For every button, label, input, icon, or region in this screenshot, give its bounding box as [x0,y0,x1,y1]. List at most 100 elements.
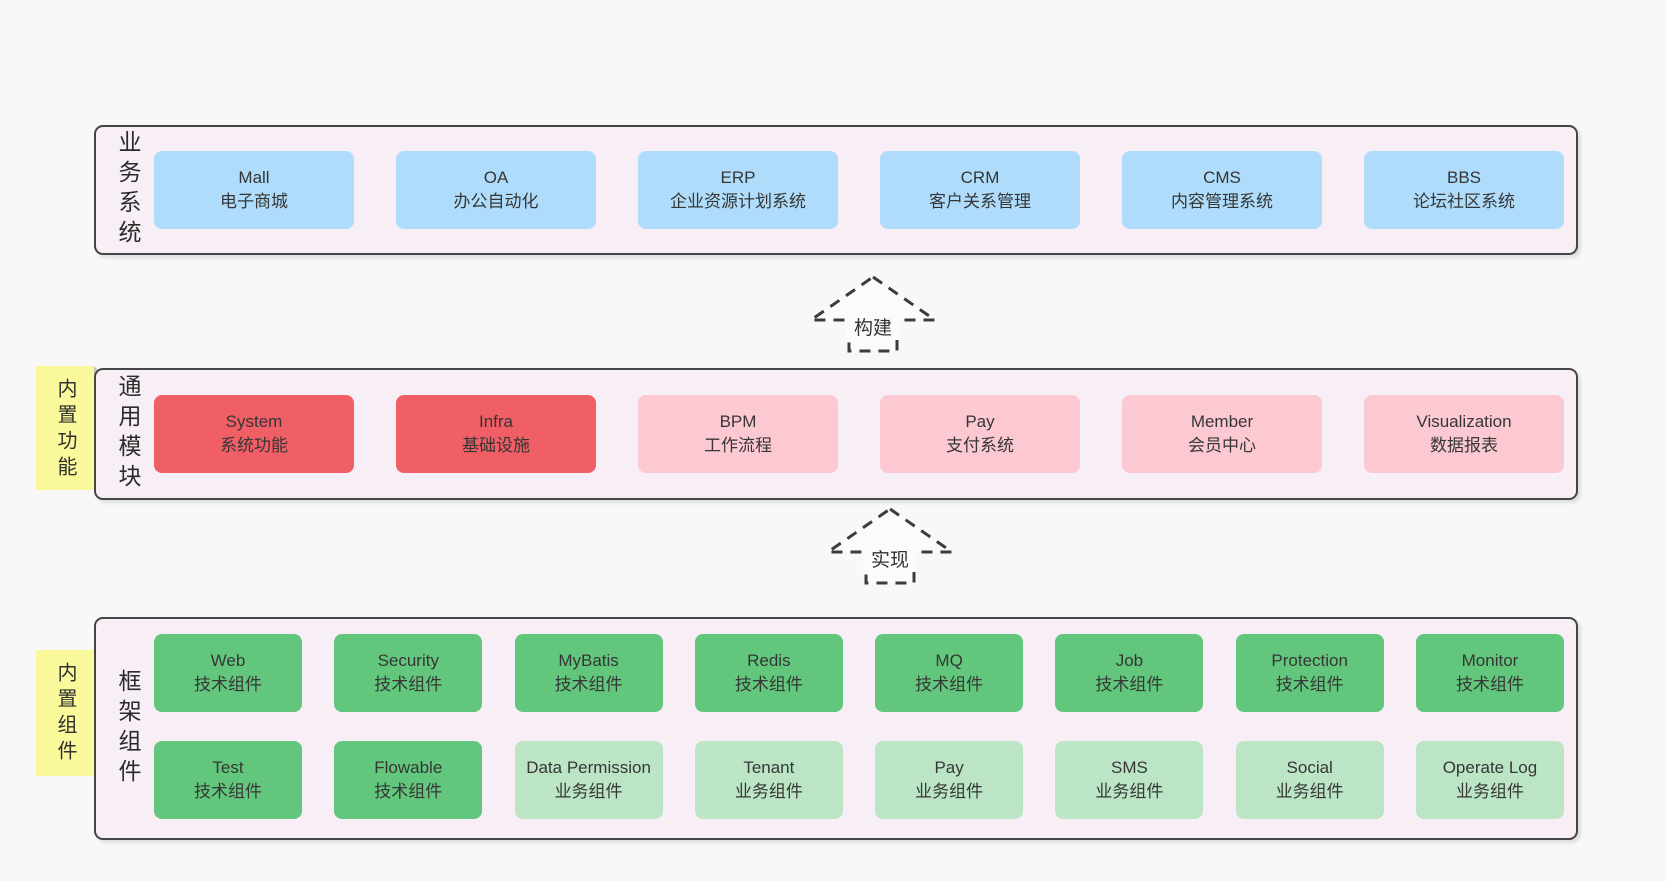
box-mall: Mall 电子商城 [154,151,354,229]
box-subtitle: 业务组件 [734,782,803,801]
box-title: Protection [1271,650,1348,670]
box-title: Social [1286,757,1333,777]
box-social: Social 业务组件 [1235,741,1384,819]
box-subtitle: 技术组件 [1275,675,1344,694]
box-subtitle: 数据报表 [1430,436,1498,455]
box-web: Web 技术组件 [154,634,302,712]
box-title: CMS [1203,167,1241,187]
box-sms: SMS 业务组件 [1055,741,1204,819]
box-redis: Redis 技术组件 [694,634,843,712]
box-title: OA [483,167,509,187]
box-subtitle: 基础设施 [462,436,530,455]
box-title: Mall [238,167,270,187]
box-bbs: BBS 论坛社区系统 [1364,151,1564,229]
box-subtitle: 技术组件 [734,675,803,694]
box-data-permission: Data Permission 业务组件 [514,741,663,819]
layer-framework-components: 框架组件 Web 技术组件 Security 技术组件 MyBatis 技术组件… [94,617,1578,840]
box-subtitle: 技术组件 [915,675,984,694]
box-subtitle: 电子商城 [220,192,288,211]
box-subtitle: 技术组件 [374,675,443,694]
box-title: Test [212,757,244,777]
box-title: Pay [965,411,995,431]
box-subtitle: 业务组件 [554,782,623,801]
box-subtitle: 业务组件 [915,782,984,801]
box-subtitle: 系统功能 [220,436,288,455]
box-title: MyBatis [558,650,619,670]
box-subtitle: 工作流程 [704,436,772,455]
box-flowable: Flowable 技术组件 [334,741,483,819]
box-title: Web [210,650,246,670]
box-oa: OA 办公自动化 [396,151,596,229]
business-systems-row: Mall 电子商城 OA 办公自动化 ERP 企业资源计划系统 CRM 客户关系… [154,127,1564,253]
box-tenant: Tenant 业务组件 [694,741,843,819]
box-test: Test 技术组件 [154,741,302,819]
box-title: Member [1190,411,1254,431]
box-subtitle: 论坛社区系统 [1413,192,1515,211]
box-bpm: BPM 工作流程 [638,395,838,473]
box-subtitle: 技术组件 [374,782,443,801]
box-title: Infra [478,411,514,431]
box-title: Flowable [374,757,443,777]
box-title: BPM [719,411,757,431]
box-subtitle: 客户关系管理 [929,192,1031,211]
box-subtitle: 技术组件 [1455,675,1524,694]
framework-components-row-2: Test 技术组件 Flowable 技术组件 Data Permission … [154,741,1564,819]
box-cms: CMS 内容管理系统 [1122,151,1322,229]
box-monitor: Monitor 技术组件 [1415,634,1564,712]
layer-business-systems: 业务系统 Mall 电子商城 OA 办公自动化 ERP 企业资源计划系统 CRM… [94,125,1578,255]
box-title: Visualization [1416,411,1512,431]
implement-arrow-up-icon: 实现 [825,507,955,585]
box-subtitle: 办公自动化 [453,192,539,211]
box-title: Tenant [743,757,795,777]
box-pay-business: Pay 业务组件 [875,741,1024,819]
box-subtitle: 技术组件 [194,675,262,694]
box-title: Data Permission [526,757,651,777]
box-subtitle: 会员中心 [1188,436,1256,455]
box-title: Security [377,650,439,670]
layer-label-framework-components: 框架组件 [115,668,141,789]
box-subtitle: 技术组件 [554,675,623,694]
layer-label-common-modules: 通用模块 [115,374,141,494]
box-pay: Pay 支付系统 [880,395,1080,473]
box-title: Redis [747,650,791,670]
box-subtitle: 业务组件 [1275,782,1344,801]
box-mq: MQ 技术组件 [875,634,1024,712]
layer-label-business-systems: 业务系统 [115,130,141,250]
box-system: System 系统功能 [154,395,354,473]
note-text: 内置组件 [54,662,76,766]
box-protection: Protection 技术组件 [1235,634,1384,712]
box-subtitle: 支付系统 [946,436,1014,455]
box-title: Pay [934,757,964,777]
box-security: Security 技术组件 [334,634,483,712]
box-subtitle: 业务组件 [1095,782,1164,801]
layer-common-modules: 通用模块 System 系统功能 Infra 基础设施 BPM 工作流程 Pay… [94,368,1578,500]
box-erp: ERP 企业资源计划系统 [638,151,838,229]
box-title: SMS [1110,757,1148,777]
box-crm: CRM 客户关系管理 [880,151,1080,229]
box-mybatis: MyBatis 技术组件 [514,634,663,712]
box-subtitle: 技术组件 [194,782,262,801]
build-arrow-label: 构建 [854,317,892,339]
build-arrow-up-icon: 构建 [808,275,938,353]
box-subtitle: 技术组件 [1095,675,1164,694]
box-title: MQ [935,650,963,670]
box-member: Member 会员中心 [1122,395,1322,473]
box-title: Monitor [1461,650,1519,670]
box-job: Job 技术组件 [1055,634,1204,712]
box-operate-log: Operate Log 业务组件 [1415,741,1564,819]
box-title: Job [1115,650,1144,670]
note-text: 内置功能 [54,378,76,482]
implement-arrow-label: 实现 [871,549,909,571]
box-subtitle: 业务组件 [1455,782,1524,801]
box-title: Operate Log [1442,757,1538,777]
box-subtitle: 企业资源计划系统 [670,192,806,211]
box-title: BBS [1446,167,1482,187]
box-title: CRM [960,167,1000,187]
box-visualization: Visualization 数据报表 [1364,395,1564,473]
box-title: System [225,411,283,431]
box-title: ERP [720,167,756,187]
common-modules-row: System 系统功能 Infra 基础设施 BPM 工作流程 Pay 支付系统… [154,370,1564,498]
box-infra: Infra 基础设施 [396,395,596,473]
framework-components-row-1: Web 技术组件 Security 技术组件 MyBatis 技术组件 Redi… [154,634,1564,712]
